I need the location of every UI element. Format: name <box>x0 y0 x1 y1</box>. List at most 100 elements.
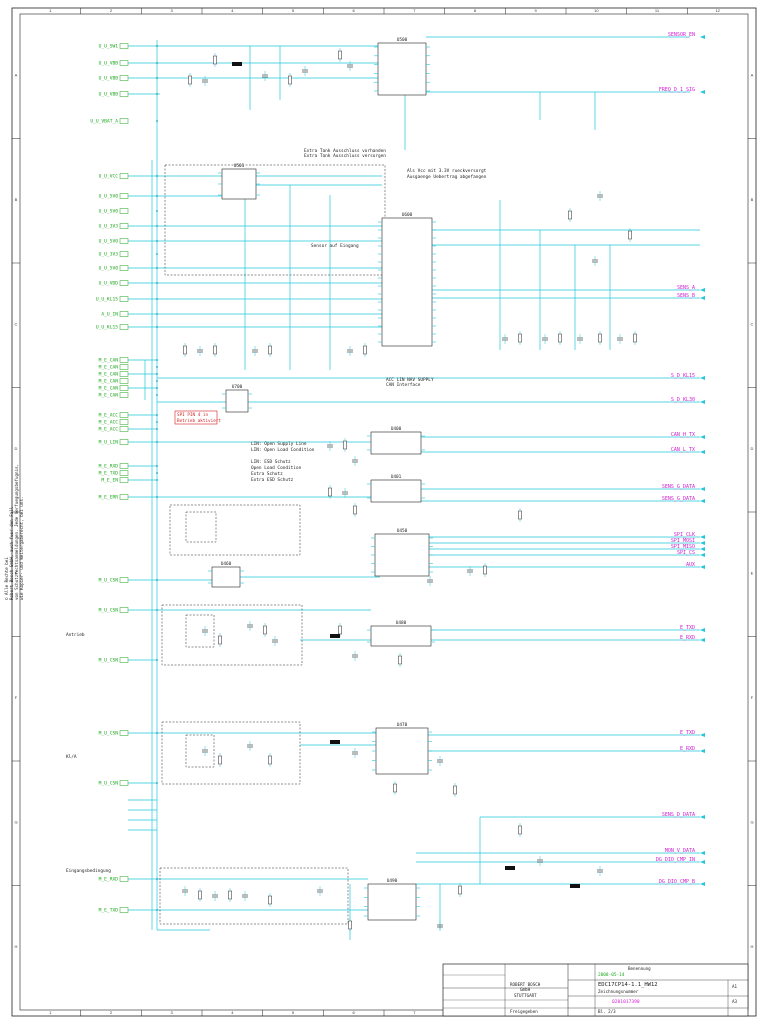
input-label: M_E_CAN <box>99 372 119 378</box>
output-net: S_D_KL15 <box>671 373 705 380</box>
zone-right-E: E <box>751 570 754 575</box>
junction-dot <box>156 298 158 300</box>
output-arrow <box>700 288 705 292</box>
junction-dot <box>156 394 158 396</box>
resistor <box>518 331 522 345</box>
junction-dot <box>156 579 158 581</box>
input-connector: M_E_CAN <box>99 385 158 392</box>
annotation-text: Extra ESD Schutz <box>251 477 294 483</box>
capacitor <box>577 334 583 344</box>
sheet-inner-frame <box>19 13 749 1011</box>
input-label: M_U_CSN <box>99 731 119 737</box>
resistor <box>268 753 272 767</box>
tb-sheet: Bl. 2/3 <box>598 1009 616 1014</box>
capacitor <box>302 66 308 76</box>
input-connector: U_U_5V0 <box>99 265 158 272</box>
output-label: E_RXD <box>680 635 695 641</box>
output-net: CAN_L_TX <box>671 447 705 454</box>
output-label: DG_DIO_CMP_B <box>659 879 695 885</box>
tb-label-title: Benennung <box>628 966 651 971</box>
junction-dot <box>156 326 158 328</box>
output-arrow <box>700 553 705 557</box>
connector-pin <box>119 494 129 500</box>
resistor <box>213 343 217 357</box>
capacitor <box>502 334 508 344</box>
input-label: M_E_CAN <box>99 358 119 364</box>
ic-ref: U450 <box>397 528 408 534</box>
output-arrow <box>700 860 705 864</box>
input-connector: M_E_CAN <box>99 364 158 371</box>
output-net: E_TXD <box>680 730 705 737</box>
junction-dot <box>156 441 158 443</box>
connector-pin <box>119 876 129 882</box>
connector-pin <box>119 324 129 330</box>
input-label: U_U_VDD <box>99 281 119 287</box>
connector-pin <box>119 265 129 271</box>
junction-dot <box>156 659 158 661</box>
output-label: CAN_L_TX <box>671 447 695 453</box>
zone-top-9: 9 <box>535 8 538 13</box>
resistor <box>188 73 192 87</box>
zone-top-10: 10 <box>594 8 599 13</box>
connector-pin <box>119 477 129 483</box>
ic-ref: U600 <box>402 212 413 218</box>
output-label: E_TXD <box>680 625 695 631</box>
input-connector: M_E_TXD <box>99 470 158 477</box>
zone-bottom-6: 6 <box>353 1010 356 1015</box>
ic-block: U480 <box>367 620 435 647</box>
output-arrow <box>700 90 705 94</box>
input-connector: U_U_5V0 <box>99 238 158 245</box>
input-connector: U_U_3V3 <box>99 223 158 230</box>
input-label: M_U_LIN <box>99 440 119 446</box>
output-label: SPI_MOSI <box>671 538 695 544</box>
capacitor <box>597 191 603 201</box>
input-label: M_E_ACC <box>99 413 119 419</box>
input-label: M_E_ACC <box>99 420 119 426</box>
resistor <box>183 343 187 357</box>
zone-top-7: 7 <box>413 8 416 13</box>
zone-bottom-3: 3 <box>171 1010 174 1015</box>
zone-top-1: 1 <box>49 8 52 13</box>
capacitor <box>247 741 253 751</box>
connector-pin <box>119 91 129 97</box>
input-label: M_E_RXD <box>99 464 119 470</box>
zone-top-11: 11 <box>655 8 660 13</box>
tb-company-2: GmbH <box>520 987 531 992</box>
output-net: DG_DIO_CMP_IN <box>656 857 705 864</box>
resistor <box>393 781 397 795</box>
input-connector: M_U_CSN <box>99 730 158 737</box>
subcircuit-outlines <box>159 164 386 925</box>
ic-ref: U460 <box>221 561 232 567</box>
capacitor <box>347 61 353 71</box>
connector-pin <box>119 907 129 913</box>
connector-pin <box>119 470 129 476</box>
junction-dot <box>156 373 158 375</box>
annotation-text: Extra Tank Ausschluss versorgen <box>304 153 386 159</box>
red-note-line-2: Betrieb aktiviert <box>177 418 221 424</box>
tb-city: STUTTGART <box>514 993 537 998</box>
connector-pin <box>119 357 129 363</box>
input-label: U_U_KL15 <box>96 325 118 331</box>
input-connector: U_U_KL15 <box>96 324 158 331</box>
output-label: SENS_G_DATA <box>662 484 695 490</box>
input-label: M_E_ERR <box>99 495 119 501</box>
zone-bottom-1: 1 <box>49 1010 52 1015</box>
junction-dot <box>156 210 158 212</box>
output-arrow <box>700 376 705 380</box>
junction-dot <box>156 45 158 47</box>
output-arrow <box>700 815 705 819</box>
connector-pin <box>119 173 129 179</box>
ic-block: U470 <box>372 722 432 775</box>
output-net: MON_V_DATA <box>665 848 705 855</box>
zone-right-C: C <box>751 321 754 326</box>
input-connector: M_E_RXD <box>99 876 158 883</box>
capacitor <box>202 76 208 86</box>
resistor <box>628 228 632 242</box>
resistor <box>268 893 272 907</box>
input-connector: U_U_KL15 <box>96 296 158 303</box>
zone-right-B: B <box>751 197 754 202</box>
output-arrow <box>700 499 705 503</box>
resistor <box>458 883 462 897</box>
ic-block: U400 <box>367 426 425 455</box>
output-arrow <box>700 749 705 753</box>
